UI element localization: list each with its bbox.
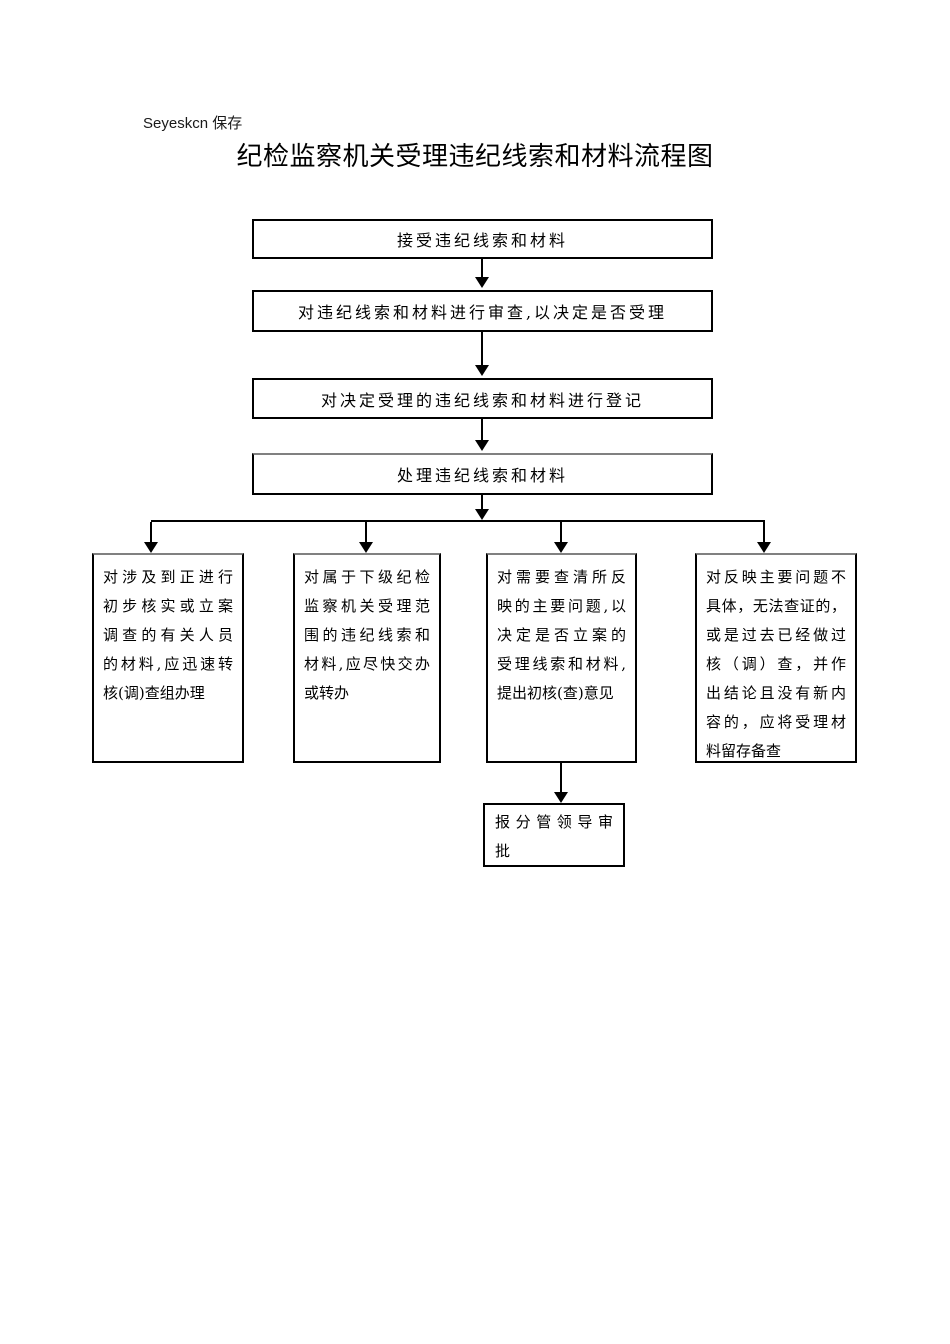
text-line: 具体，无法查证的， bbox=[706, 597, 846, 615]
connector-line bbox=[763, 522, 765, 542]
flow-step-label: 处理违纪线索和材料 bbox=[396, 466, 568, 485]
branch-transfer-to-investigation-box: 对涉及到正进行初步核实或立案调查的有关人员的材料,应迅速转核(调)查组办理 bbox=[92, 553, 244, 763]
arrow-down-icon bbox=[475, 440, 489, 451]
text-line: 对涉及到正进行 bbox=[103, 568, 233, 586]
connector-line bbox=[560, 522, 562, 542]
arrow-down-icon bbox=[554, 542, 568, 553]
text-line: 料留存备查 bbox=[706, 742, 782, 760]
text-line: 受理线索和材料, bbox=[497, 655, 626, 673]
text-line: 出结论且没有新内 bbox=[706, 684, 846, 702]
connector-line bbox=[481, 419, 483, 440]
flow-step-review-box: 对违纪线索和材料进行审查,以决定是否受理 bbox=[252, 290, 713, 332]
connector-line bbox=[150, 522, 152, 542]
arrow-down-icon bbox=[144, 542, 158, 553]
header-note: Seyeskcn 保存 bbox=[143, 115, 243, 132]
text-line: 调查的有关人员 bbox=[103, 626, 233, 644]
approval-box: 报分管领导审批 bbox=[483, 803, 625, 867]
text-line: 核（调）查，并作 bbox=[706, 655, 846, 673]
text-line: 决定是否立案的 bbox=[497, 626, 626, 644]
text-line: 监察机关受理范 bbox=[304, 597, 430, 615]
text-line: 初步核实或立案 bbox=[103, 597, 233, 615]
text-line: 容的，应将受理材 bbox=[706, 713, 846, 731]
text-line: 报分管领导审 bbox=[495, 813, 613, 831]
connector-line bbox=[560, 763, 562, 792]
branch-keep-on-file-box: 对反映主要问题不具体，无法查证的， 或是过去已经做过核（调）查，并作出结论且没有新… bbox=[695, 553, 857, 763]
page-title: 纪检监察机关受理违纪线索和材料流程图 bbox=[236, 142, 714, 172]
flow-step-label: 接受违纪线索和材料 bbox=[396, 231, 568, 250]
text-line: 围的违纪线索和 bbox=[304, 626, 430, 644]
flow-step-label: 对决定受理的违纪线索和材料进行登记 bbox=[320, 390, 644, 410]
text-line: 对需要查清所反 bbox=[497, 568, 626, 586]
connector-line bbox=[365, 522, 367, 542]
connector-line bbox=[481, 259, 483, 277]
arrow-down-icon bbox=[359, 542, 373, 553]
arrow-down-icon bbox=[475, 277, 489, 288]
connector-line bbox=[481, 332, 483, 365]
arrow-down-icon bbox=[475, 365, 489, 376]
flow-step-register-box: 对决定受理的违纪线索和材料进行登记 bbox=[252, 378, 713, 419]
text-line: 对属于下级纪检 bbox=[304, 568, 430, 586]
connector-line bbox=[481, 495, 483, 509]
text-line: 批 bbox=[495, 842, 511, 860]
branch-assign-to-lower-level-box: 对属于下级纪检监察机关受理范围的违纪线索和材料,应尽快交办或转办 bbox=[293, 553, 441, 763]
branch-initial-verification-box: 对需要查清所反映的主要问题,以决定是否立案的受理线索和材料, 提出初核(查)意见 bbox=[486, 553, 637, 763]
flow-step-process-box: 处理违纪线索和材料 bbox=[252, 453, 713, 495]
arrow-down-icon bbox=[475, 509, 489, 520]
arrow-down-icon bbox=[757, 542, 771, 553]
text-line: 材料,应尽快交办 bbox=[304, 655, 430, 673]
text-line: 或转办 bbox=[304, 684, 350, 702]
text-line: 的材料,应迅速转 bbox=[103, 655, 233, 673]
branch-split-line bbox=[151, 520, 765, 522]
text-line: 提出初核(查)意见 bbox=[497, 684, 614, 702]
text-line: 或是过去已经做过 bbox=[706, 626, 846, 644]
text-line: 对反映主要问题不 bbox=[706, 568, 846, 586]
flow-step-accept-box: 接受违纪线索和材料 bbox=[252, 219, 713, 259]
text-line: 映的主要问题,以 bbox=[497, 597, 626, 615]
arrow-down-icon bbox=[554, 792, 568, 803]
flow-step-label: 对违纪线索和材料进行审查,以决定是否受理 bbox=[297, 303, 668, 322]
text-line: 核(调)查组办理 bbox=[103, 684, 205, 702]
